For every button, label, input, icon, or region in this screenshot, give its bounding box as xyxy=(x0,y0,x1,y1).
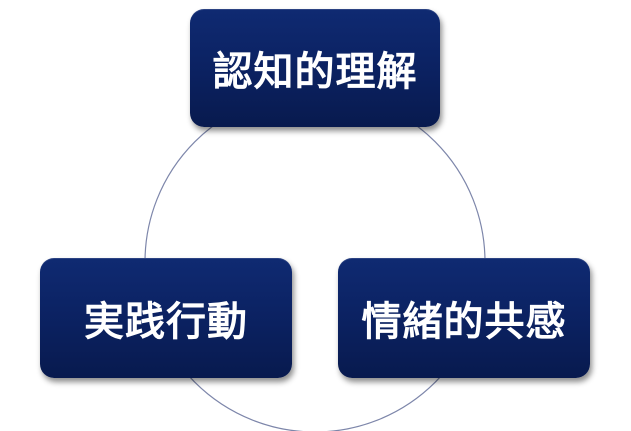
node-cognitive-understanding: 認知的理解 xyxy=(190,9,440,127)
node-label-left: 実践行動 xyxy=(84,299,248,345)
node-practical-action: 実践行動 xyxy=(40,258,292,378)
node-label-top: 認知的理解 xyxy=(212,49,418,95)
node-emotional-empathy: 情緒的共感 xyxy=(338,258,590,378)
node-label-right: 情緒的共感 xyxy=(361,299,567,345)
